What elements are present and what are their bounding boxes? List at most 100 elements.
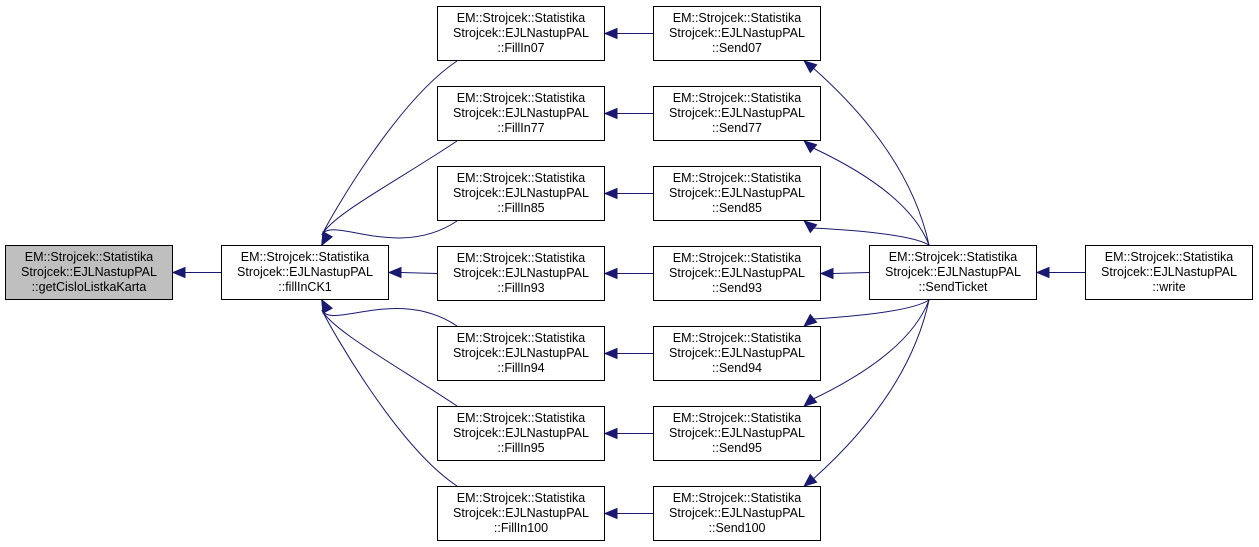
arrowhead-icon (603, 507, 618, 520)
node-label-line: Strojcek::EJLNastupPAL (669, 426, 805, 440)
node-label-line: EM::Strojcek::Statistika (672, 491, 802, 505)
node-label-line: EM::Strojcek::Statistika (1104, 250, 1234, 264)
edge-SendTicket-to-Send94 (813, 299, 930, 320)
node-label-line: ::Send95 (711, 441, 763, 455)
node-label-line: EM::Strojcek::Statistika (672, 11, 802, 25)
arrowhead-icon (603, 267, 618, 280)
edge-FillIn100-to-fillInCK1 (321, 309, 458, 487)
node-label-line: EM::Strojcek::Statistika (888, 250, 1018, 264)
node-label-line: ::Send100 (708, 521, 766, 535)
node-label-line: EM::Strojcek::Statistika (24, 250, 154, 264)
node-label-line: EM::Strojcek::Statistika (456, 331, 586, 345)
edge-FillIn93-to-fillInCK1 (400, 272, 438, 274)
node-label-line: ::FillIn100 (493, 521, 549, 535)
node-label-line: EM::Strojcek::Statistika (456, 91, 586, 105)
edge-FillIn94-to-fillInCK1 (321, 308, 458, 327)
node-label-line: ::SendTicket (918, 280, 988, 294)
arrowhead-icon (603, 347, 618, 360)
node-label-line: Strojcek::EJLNastupPAL (669, 106, 805, 120)
node-label-line: ::FillIn85 (497, 201, 545, 215)
node-label-line: Strojcek::EJLNastupPAL (669, 506, 805, 520)
node-label-line: Strojcek::EJLNastupPAL (453, 26, 589, 40)
node-label-line: ::FillIn93 (497, 281, 545, 295)
edge-FillIn07-to-fillInCK1 (321, 60, 458, 236)
node-label-line: ::Send85 (711, 201, 763, 215)
edge-FillIn85-to-fillInCK1 (321, 220, 458, 239)
arrowhead-icon (603, 187, 618, 200)
node-label-line: ::FillIn07 (497, 41, 545, 55)
node-label-line: Strojcek::EJLNastupPAL (453, 106, 589, 120)
edge-FillIn77-to-fillInCK1 (321, 140, 458, 236)
arrowhead-icon (1035, 266, 1050, 279)
arrowhead-icon (819, 267, 834, 280)
node-label-line: EM::Strojcek::Statistika (672, 171, 802, 185)
node-label-line: Strojcek::EJLNastupPAL (885, 265, 1021, 279)
node-label-line: ::Send77 (711, 121, 763, 135)
node-label-line: ::Send93 (711, 281, 763, 295)
node-label-line: EM::Strojcek::Statistika (456, 411, 586, 425)
node-label-line: EM::Strojcek::Statistika (672, 331, 802, 345)
node-label-line: EM::Strojcek::Statistika (456, 171, 586, 185)
arrowhead-icon (803, 220, 818, 234)
arrowhead-icon (603, 107, 618, 120)
edge-SendTicket-to-Send93 (832, 272, 870, 274)
edge-SendTicket-to-Send77 (812, 147, 930, 246)
node-label-line: EM::Strojcek::Statistika (672, 251, 802, 265)
node-label-line: ::write (1152, 280, 1186, 294)
node-label-line: ::FillIn77 (497, 121, 545, 135)
node-label-line: Strojcek::EJLNastupPAL (669, 26, 805, 40)
edge-FillIn95-to-fillInCK1 (321, 309, 458, 407)
node-label-line: Strojcek::EJLNastupPAL (453, 266, 589, 280)
node-label-line: ::Send94 (711, 361, 763, 375)
arrowhead-icon (321, 231, 333, 247)
node-label-line: Strojcek::EJLNastupPAL (1101, 265, 1237, 279)
node-label-line: Strojcek::EJLNastupPAL (669, 346, 805, 360)
node-label-line: EM::Strojcek::Statistika (456, 491, 586, 505)
node-label-line: Strojcek::EJLNastupPAL (453, 186, 589, 200)
node-label-line: EM::Strojcek::Statistika (672, 91, 802, 105)
node-label-line: ::getCisloListkaKarta (31, 280, 147, 294)
arrowhead-icon (803, 313, 818, 327)
edge-SendTicket-to-Send100 (812, 299, 930, 480)
arrowhead-icon (803, 473, 818, 487)
arrowhead-icon (803, 60, 818, 74)
node-label-line: EM::Strojcek::Statistika (672, 411, 802, 425)
node-label-line: ::Send07 (711, 41, 763, 55)
arrowhead-icon (803, 140, 818, 154)
arrowhead-icon (603, 27, 618, 40)
arrowhead-icon (387, 266, 402, 279)
node-label-line: ::FillIn95 (497, 441, 545, 455)
node-label-line: EM::Strojcek::Statistika (240, 250, 370, 264)
node-label-line: ::fillInCK1 (278, 280, 332, 294)
node-label-line: EM::Strojcek::Statistika (456, 11, 586, 25)
node-label-line: Strojcek::EJLNastupPAL (453, 426, 589, 440)
node-label-line: Strojcek::EJLNastupPAL (669, 186, 805, 200)
node-label-line: Strojcek::EJLNastupPAL (21, 265, 157, 279)
node-label-line: ::FillIn94 (497, 361, 545, 375)
arrowhead-icon (603, 427, 618, 440)
node-label-line: Strojcek::EJLNastupPAL (669, 266, 805, 280)
node-label-line: Strojcek::EJLNastupPAL (453, 346, 589, 360)
edge-SendTicket-to-Send85 (813, 227, 930, 246)
node-label-line: EM::Strojcek::Statistika (456, 251, 586, 265)
edge-SendTicket-to-Send95 (812, 299, 930, 400)
